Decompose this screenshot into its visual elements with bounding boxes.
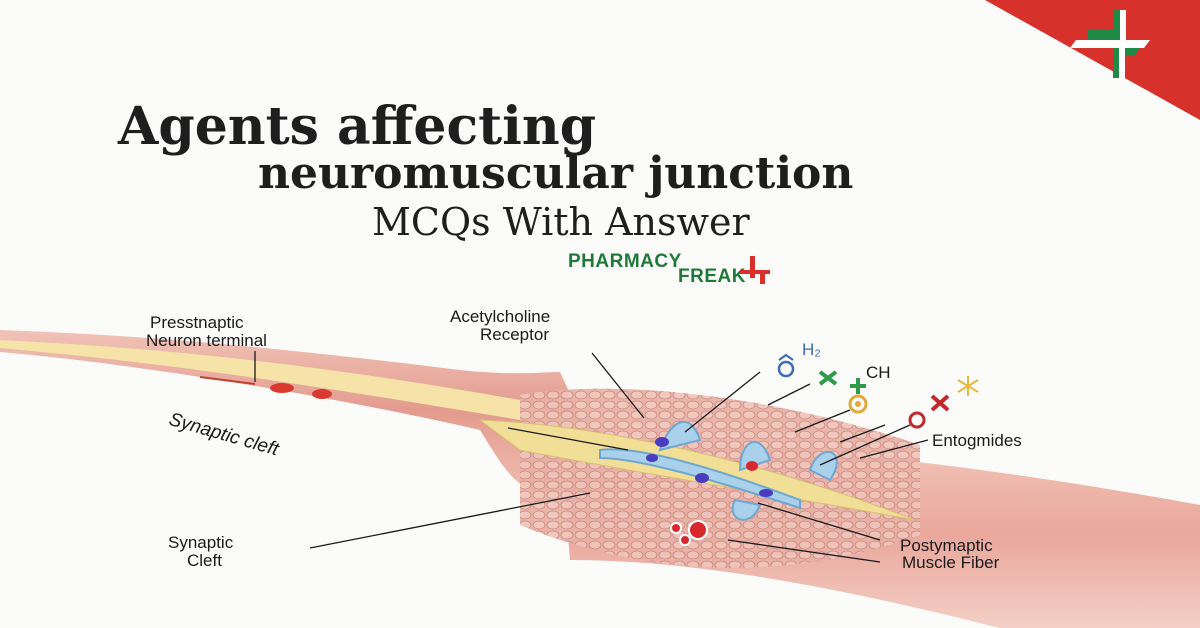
brand-name-line-1: PHARMACY	[568, 251, 682, 272]
presynaptic-nerve	[0, 330, 600, 492]
brand-name-line-2: FREAK	[678, 266, 746, 287]
label-postsynaptic-2: Muscle Fiber	[902, 553, 1000, 572]
label-ch: CH	[866, 363, 891, 382]
label-presynaptic-1: Presstnaptic	[150, 313, 244, 332]
label-h2: H₂	[802, 340, 821, 359]
label-ach-receptor-2: Receptor	[480, 325, 549, 344]
green-white-cross-icon	[1070, 10, 1150, 78]
vesicles	[670, 520, 708, 546]
label-ach-receptor-1: Acetylcholine	[450, 307, 551, 326]
corner-badge	[985, 0, 1200, 120]
axon-core	[0, 340, 600, 440]
title-line-3: MCQs With Answer	[372, 200, 750, 244]
receptor-nodes	[646, 437, 773, 497]
label-synaptic-cleft-2: Cleft	[187, 551, 222, 570]
title-line-2: neuromuscular junction	[258, 148, 854, 199]
leader-lines	[254, 351, 929, 563]
label-entogmides: Entogmides	[932, 431, 1022, 450]
label-postsynaptic-1: Postymaptic	[900, 536, 993, 555]
molecule-symbols	[777, 353, 979, 429]
label-presynaptic-2: Neuron terminal	[146, 331, 267, 350]
label-synaptic-cleft-1: Synaptic	[168, 533, 234, 552]
title-line-1: Agents affecting	[118, 96, 597, 157]
